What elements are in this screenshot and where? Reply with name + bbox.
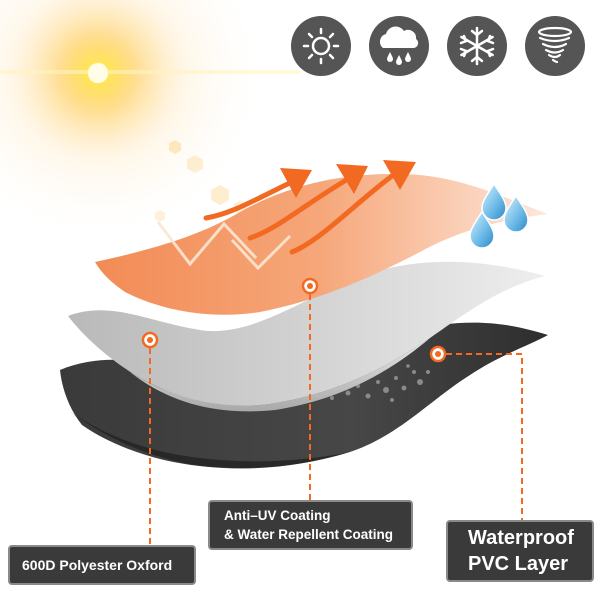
- anti-uv-layer-edge: [130, 338, 430, 412]
- polyester-layer: [95, 174, 548, 315]
- callout-leaders: [149, 294, 523, 545]
- sun-glow: [0, 0, 300, 243]
- uv-deflect-arrows: [203, 167, 403, 255]
- label-polyester-text: 600D Polyester Oxford: [22, 557, 173, 573]
- water-drop-icon: [503, 194, 529, 233]
- label-polyester-oxford: 600D Polyester Oxford: [8, 545, 196, 585]
- water-drop-icon: [481, 182, 507, 221]
- snowflake-icon: [447, 16, 507, 76]
- callout-markers: [141, 277, 447, 363]
- rain-cloud-icon: [369, 16, 429, 76]
- water-drop-icon: [469, 210, 495, 249]
- anti-uv-layer: [68, 261, 545, 406]
- label-waterproof-pvc: Waterproof PVC Layer: [446, 520, 594, 582]
- weather-icons: [291, 16, 585, 76]
- tornado-icon: [525, 16, 585, 76]
- sun-icon: [291, 16, 351, 76]
- label-anti-uv-coating: Anti–UV Coating & Water Repellent Coatin…: [208, 500, 413, 550]
- water-drops: [469, 182, 529, 249]
- label-antiuv-line2: & Water Repellent Coating: [224, 527, 394, 542]
- leader-pvc: [446, 353, 523, 520]
- label-antiuv-line1: Anti–UV Coating: [224, 508, 331, 523]
- label-pvc-line2: PVC Layer: [468, 553, 569, 575]
- arrowheads: [280, 160, 416, 198]
- label-pvc-line1: Waterproof: [468, 527, 574, 549]
- uv-ray-lines: [156, 221, 292, 271]
